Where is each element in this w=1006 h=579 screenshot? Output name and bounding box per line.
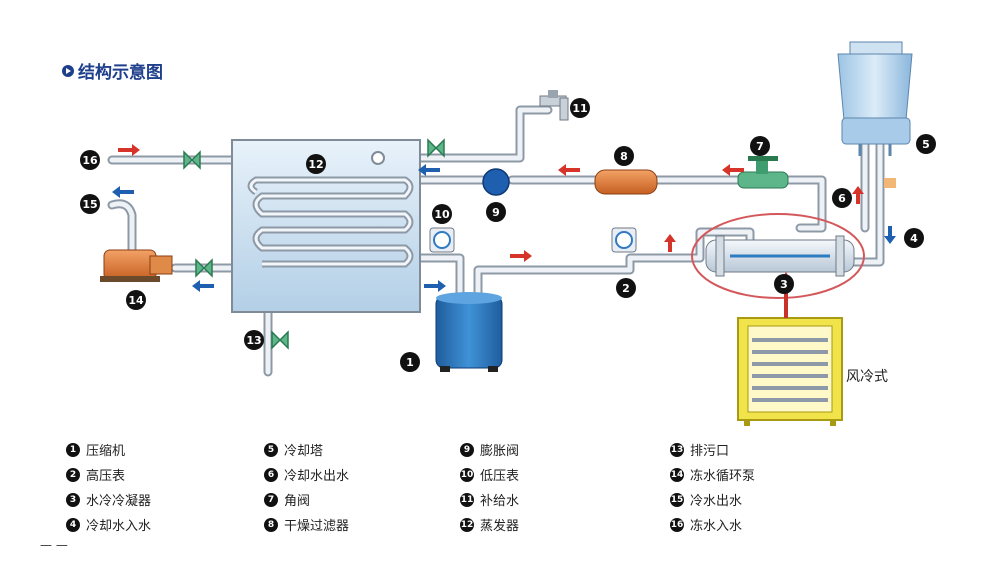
diagram-title: 结构示意图 (62, 58, 163, 83)
low-pressure-gauge (429, 227, 455, 253)
valve-icons (183, 138, 445, 350)
float-valve (371, 151, 385, 165)
flow-arrows (112, 144, 896, 292)
badge-2: 2 (616, 278, 636, 298)
cooling-tower (837, 41, 913, 156)
condenser-highlight-ring (691, 213, 865, 299)
air-cooled-condenser (737, 317, 843, 426)
expansion-valve (482, 168, 510, 196)
faucet-icon (539, 90, 569, 121)
badge-10: 10 (432, 204, 452, 224)
evaporator-tank (231, 139, 421, 313)
drier-filter (594, 169, 658, 195)
badge-13: 13 (244, 330, 264, 350)
badge-9: 9 (486, 202, 506, 222)
badge-11: 11 (570, 98, 590, 118)
tower-outlet-stub (884, 178, 896, 188)
badge-16: 16 (80, 150, 100, 170)
water-cooled-condenser (705, 235, 855, 277)
footer-fragment: — — (40, 538, 68, 552)
badge-6: 6 (832, 188, 852, 208)
badge-15: 15 (80, 194, 100, 214)
badge-3: 3 (774, 274, 794, 294)
air-cooled-label: 风冷式 (846, 369, 888, 385)
angle-valve (737, 156, 789, 189)
badge-1: 1 (400, 352, 420, 372)
badge-14: 14 (126, 290, 146, 310)
compressor (435, 292, 503, 372)
badge-7: 7 (750, 136, 770, 156)
chilled-water-pump (100, 249, 173, 282)
badge-12: 12 (306, 154, 326, 174)
title-bullet-icon (62, 64, 74, 77)
badge-4: 4 (904, 228, 924, 248)
diagram-title-text: 结构示意图 (78, 63, 163, 83)
badge-5: 5 (916, 134, 936, 154)
badge-8: 8 (614, 146, 634, 166)
high-pressure-gauge (611, 227, 637, 253)
